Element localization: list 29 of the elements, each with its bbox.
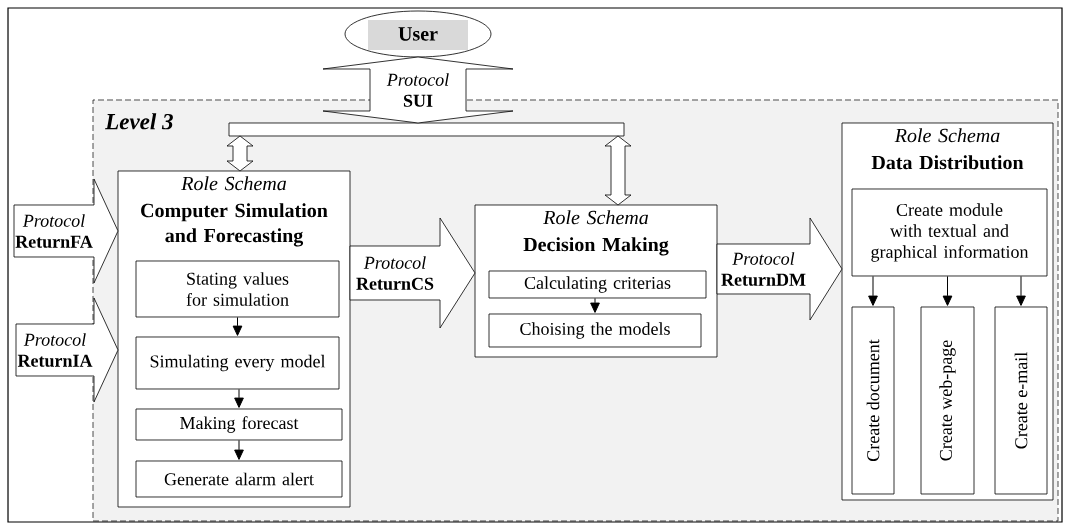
edge-label: Protocol ReturnFA (15, 214, 93, 248)
step-box: Choising the models (488, 313, 702, 348)
arrow (942, 275, 953, 306)
step-box: Making forecast (135, 408, 343, 441)
block-arrow (349, 217, 476, 329)
block-arrow (604, 135, 632, 206)
block-arrow (15, 297, 119, 403)
step-box: Simulating every model (135, 336, 340, 390)
step-box: Generate alarm alert (135, 460, 343, 498)
edge-label: Protocol ReturnIA (17, 333, 93, 367)
bus-bar (228, 122, 625, 137)
step-box: Stating values for simulation (135, 260, 340, 318)
step-box: Create document (851, 306, 895, 495)
arrow (590, 297, 600, 313)
edge-label: Protocol ReturnCS (356, 256, 434, 290)
block-arrow (716, 217, 843, 321)
step-box: Create web-page (920, 306, 975, 495)
arrow (232, 316, 243, 336)
block-arrow (13, 178, 119, 284)
arrow (234, 388, 244, 408)
arrow (234, 439, 244, 460)
step-box: Create e-mail (994, 306, 1048, 495)
step-box: Calculating criterias (488, 270, 707, 299)
arrow (1016, 275, 1026, 306)
arrow (868, 275, 878, 306)
block-arrow (226, 135, 254, 172)
step-box: Create module with textual and graphical information (851, 188, 1048, 277)
block-arrow (322, 56, 514, 124)
edge-label: Protocol ReturnDM (721, 252, 806, 286)
